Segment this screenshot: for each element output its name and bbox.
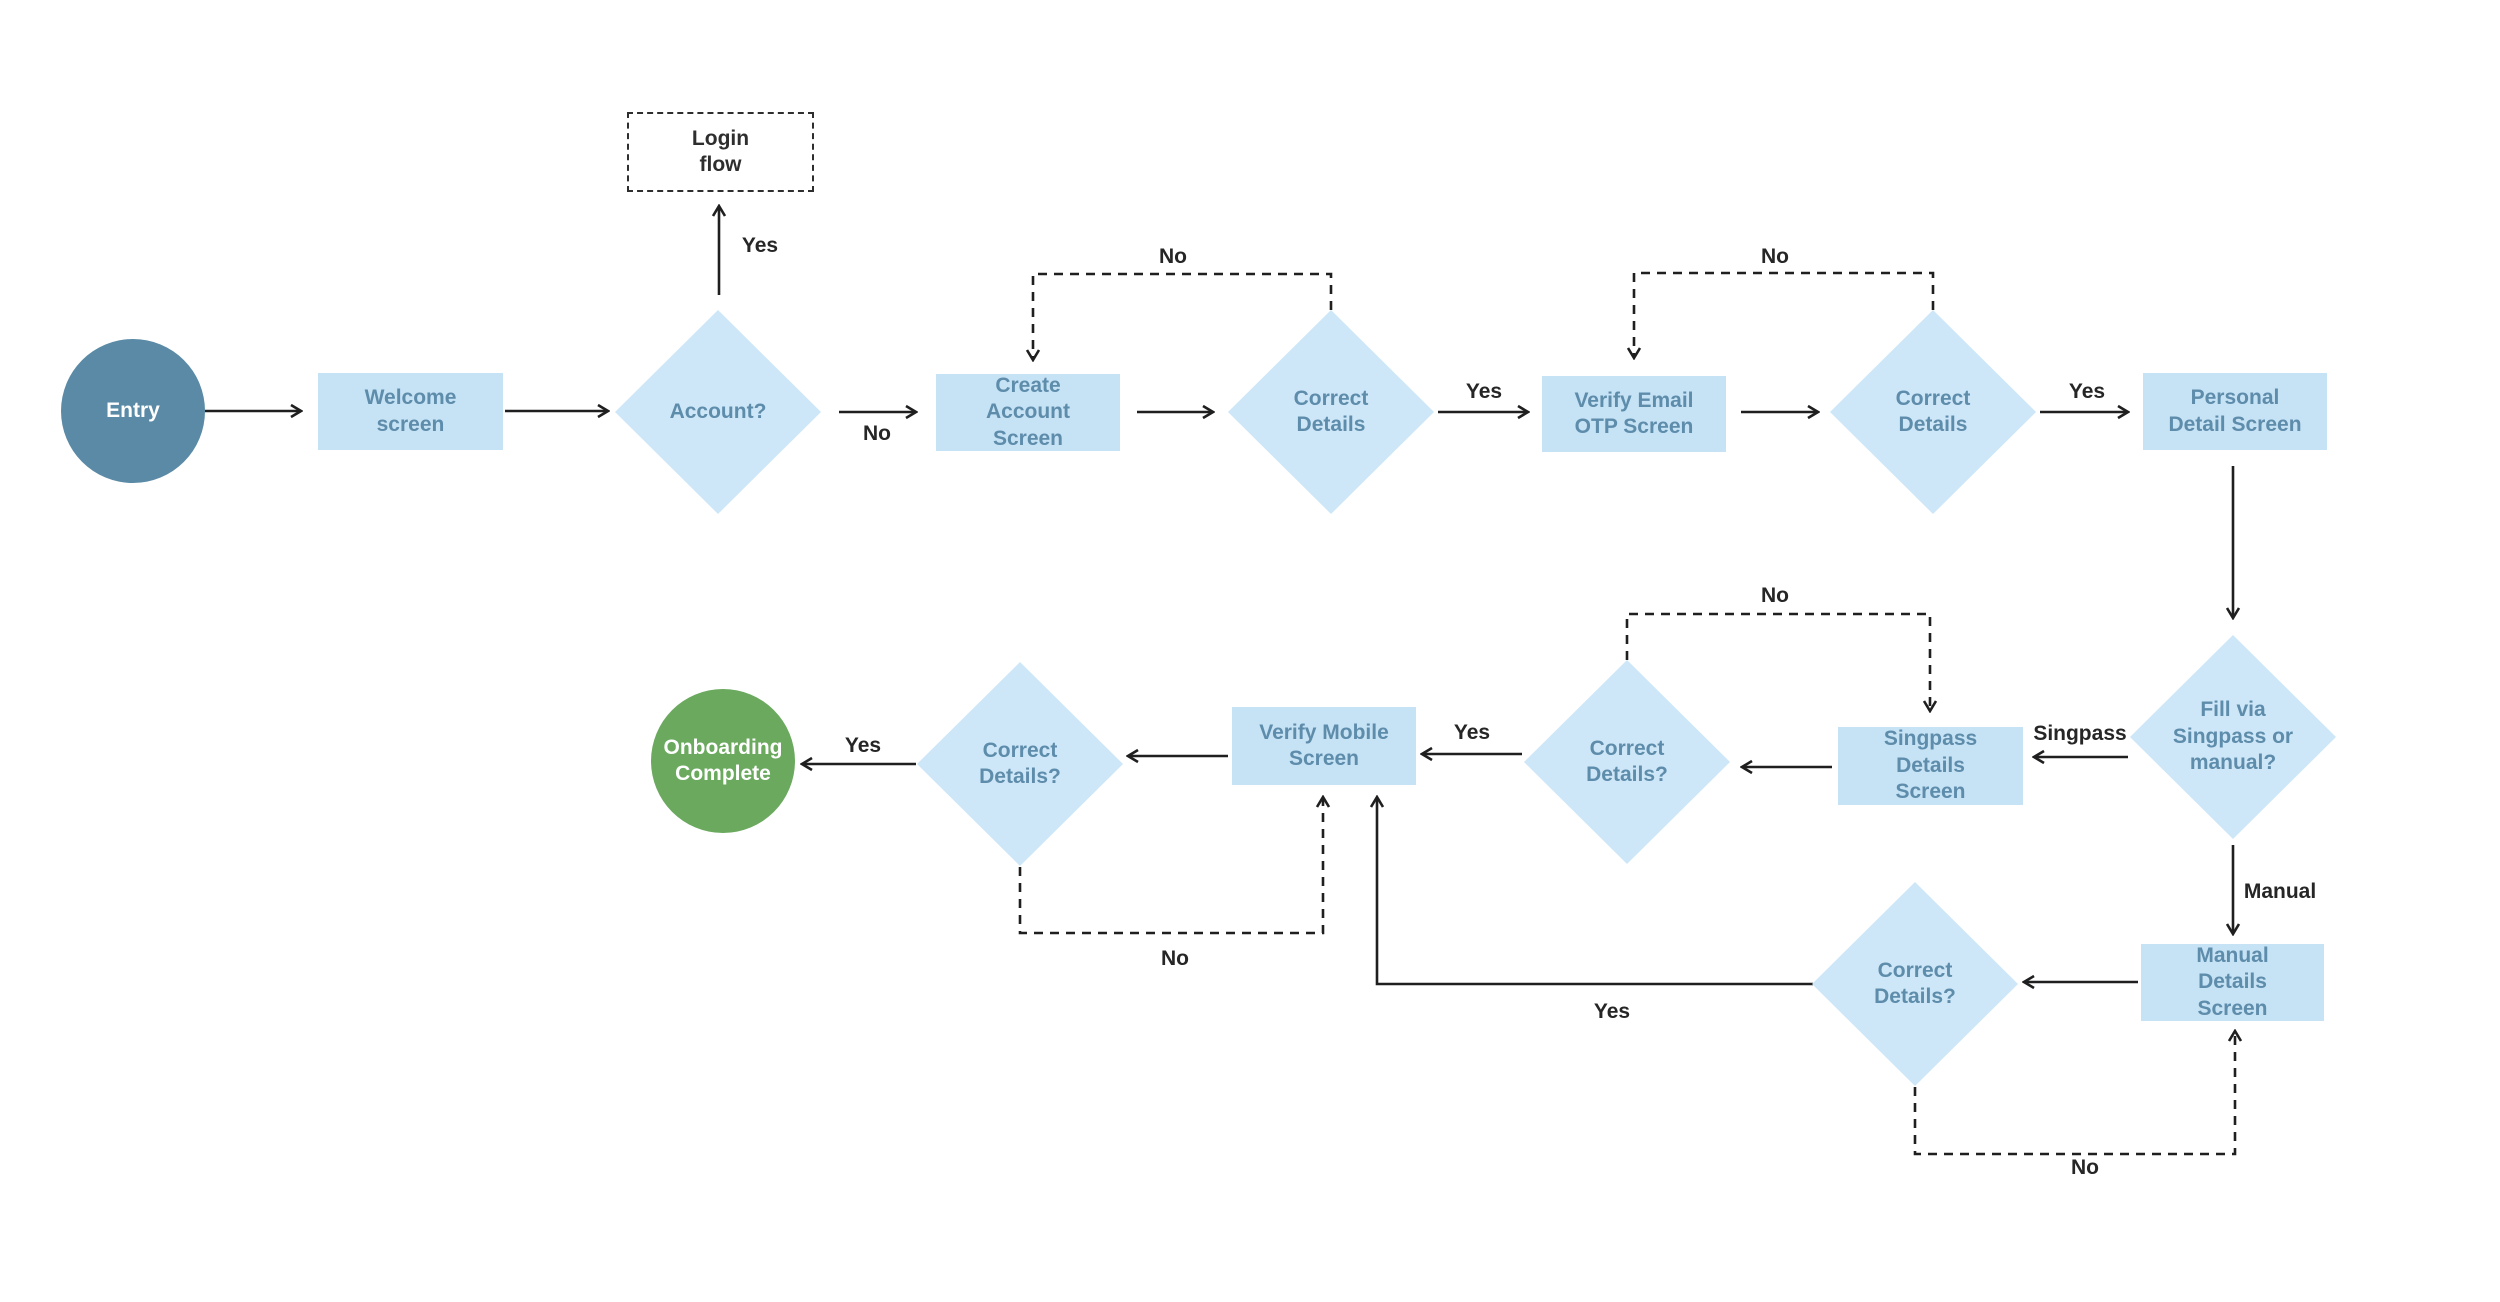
node-correct-details-1-label: Correct Details — [1293, 386, 1369, 436]
edge-details1-no-loop — [1033, 272, 1333, 359]
edge-label-fill-singpass: Singpass — [2033, 722, 2127, 745]
node-login-flow[interactable]: Login flow — [627, 112, 814, 192]
edge-label-email-retry-no: No — [1761, 245, 1789, 268]
node-create-account-screen[interactable]: Create Account Screen — [936, 374, 1120, 451]
edge-label-create-retry-no: No — [1159, 245, 1187, 268]
edge-label-details1-yes: Yes — [1465, 380, 1503, 403]
edge-label-account-yes: Yes — [741, 234, 779, 257]
node-entry-label: Entry — [106, 398, 160, 422]
edge-details2-no-loop — [1634, 271, 1935, 357]
node-verify-email-otp-screen[interactable]: Verify Email OTP Screen — [1542, 376, 1726, 452]
edge-label-manual-path-yes: Yes — [1593, 1000, 1631, 1023]
edge-details4-no-loop — [1018, 798, 1323, 935]
node-create-account-label: Create Account Screen — [986, 373, 1070, 450]
node-manual-details-label: Manual Details Screen — [2196, 943, 2269, 1020]
edge-details5-no-loop — [1913, 1032, 2235, 1156]
node-welcome-label: Welcome screen — [364, 386, 457, 436]
node-onboarding-complete[interactable]: Onboarding Complete — [651, 689, 795, 833]
node-personal-detail-label: Personal Detail Screen — [2168, 386, 2302, 436]
node-verify-mobile-screen[interactable]: Verify Mobile Screen — [1232, 707, 1416, 785]
edge-details3-no-loop — [1625, 612, 1930, 710]
edge-label-manual-retry-no: No — [2071, 1156, 2099, 1179]
edge-label-singpass-retry-no: No — [1761, 584, 1789, 607]
node-account-label: Account? — [669, 399, 767, 423]
edge-details5-yes-to-mobile — [1377, 798, 1813, 986]
node-correct-details-4-label: Correct Details? — [979, 738, 1061, 788]
node-verify-email-label: Verify Email OTP Screen — [1574, 388, 1694, 438]
node-personal-detail-screen[interactable]: Personal Detail Screen — [2143, 373, 2327, 450]
node-login-flow-label: Login flow — [691, 126, 750, 176]
edge-label-fill-manual: Manual — [2243, 880, 2317, 903]
node-verify-mobile-label: Verify Mobile Screen — [1259, 720, 1389, 770]
node-correct-details-2-label: Correct Details — [1895, 386, 1971, 436]
node-entry[interactable]: Entry — [61, 339, 205, 483]
node-onboarding-complete-label: Onboarding Complete — [663, 735, 783, 785]
node-singpass-details-label: Singpass Details Screen — [1883, 727, 1978, 804]
node-welcome-screen[interactable]: Welcome screen — [318, 373, 503, 450]
edge-label-details2-yes: Yes — [2068, 380, 2106, 403]
node-manual-details-screen[interactable]: Manual Details Screen — [2141, 944, 2324, 1021]
node-correct-details-3-label: Correct Details? — [1586, 736, 1668, 786]
edge-label-account-no: No — [863, 422, 891, 445]
edge-label-mobile-retry-no: No — [1161, 947, 1189, 970]
edge-label-details3-yes: Yes — [1453, 721, 1491, 744]
node-correct-details-5-label: Correct Details? — [1874, 958, 1956, 1008]
node-singpass-details-screen[interactable]: Singpass Details Screen — [1838, 727, 2023, 805]
edge-label-details4-yes: Yes — [844, 734, 882, 757]
node-fill-via-label: Fill via Singpass or manual? — [2172, 698, 2294, 775]
